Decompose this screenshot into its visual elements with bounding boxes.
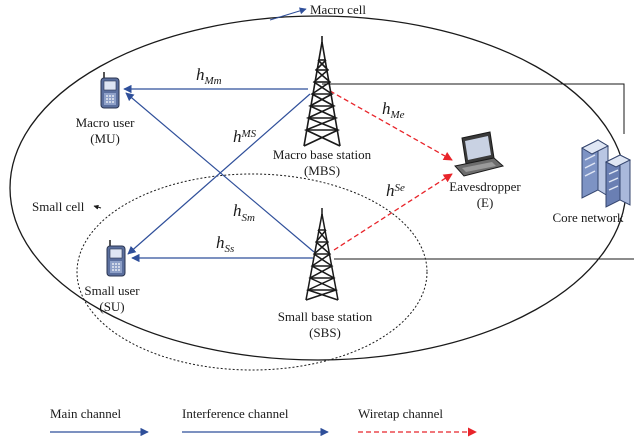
wiretap-channel-mbs-e (329, 90, 453, 161)
interference-channel-mbs-su (127, 93, 311, 255)
macro-bs-abbrev: (MBS) (304, 163, 340, 178)
macro-backhaul-link (322, 83, 625, 134)
small-user-abbrev: (SU) (99, 299, 124, 314)
channel-label-h-ss: hSs (216, 233, 234, 255)
legend: Main channel Interference channel Wireta… (50, 406, 477, 437)
macro-cell-label: Macro cell (310, 2, 366, 17)
legend-wiretap-label: Wiretap channel (358, 406, 443, 421)
macro-user-phone-icon (100, 72, 120, 109)
legend-main-label: Main channel (50, 406, 122, 421)
macro-user-abbrev: (MU) (90, 131, 120, 146)
interference-channel-sbs-mu (125, 92, 315, 253)
small-cell-pointer (93, 204, 102, 210)
channel-label-h-mm: hMm (196, 65, 222, 87)
macro-bs-label: Macro base station (273, 147, 372, 162)
legend-interference-label: Interference channel (182, 406, 289, 421)
eavesdropper-abbrev: (E) (477, 195, 494, 210)
core-network-label: Core network (552, 210, 624, 225)
small-user-label: Small user (84, 283, 140, 298)
small-bs-abbrev: (SBS) (309, 325, 341, 340)
small-cell-label: Small cell (32, 199, 85, 214)
channel-label-h-me: hMe (382, 99, 405, 121)
channel-label-h-se: hSe (386, 181, 405, 200)
small-cell-boundary (76, 173, 428, 371)
channel-label-h-ms: hMS (233, 127, 257, 146)
small-user-phone-icon (106, 240, 126, 277)
macro-bs-tower-icon (303, 36, 341, 147)
macro-user-label: Macro user (76, 115, 136, 130)
eavesdropper-laptop-icon (454, 131, 505, 177)
core-network-server-icon (580, 139, 632, 208)
channel-label-h-sm: hSm (233, 201, 255, 224)
wiretap-channel-sbs-e (333, 173, 453, 251)
eavesdropper-label: Eavesdropper (449, 179, 521, 194)
small-bs-label: Small base station (278, 309, 373, 324)
small-bs-tower-icon (305, 208, 339, 301)
macro-cell-pointer (269, 7, 307, 21)
